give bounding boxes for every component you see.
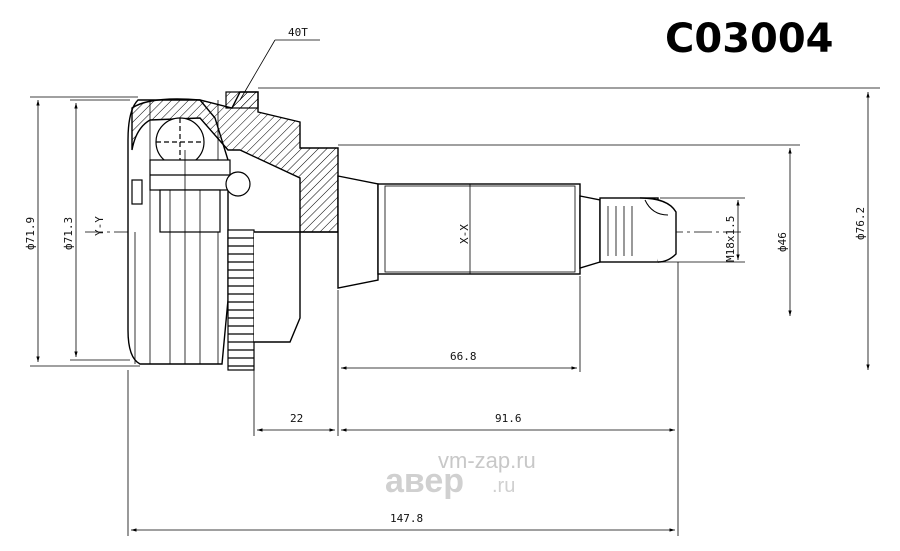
dim-seal-diameter: ф76.2 (854, 207, 867, 240)
boot-collar (225, 91, 259, 109)
dim-horizontal (127, 262, 679, 536)
dim-outer-diameters (30, 96, 140, 367)
dim-right-diameters (258, 87, 880, 370)
dim-shaft-length: 91.6 (495, 412, 522, 425)
teeth-callout: 40T (239, 26, 320, 101)
dim-outer-dia-1: ф71.9 (24, 217, 37, 250)
stem-shaft (337, 175, 677, 289)
stem-lower (254, 231, 301, 343)
watermark-site: vm-zap.ru (438, 448, 536, 473)
axis-y-label: Y-Y (93, 216, 106, 236)
watermark-tld: .ru (492, 475, 515, 497)
dim-outer-dia-2: ф71.3 (62, 217, 75, 250)
housing-section-hatched (131, 91, 339, 233)
part-code: C03004 (665, 16, 834, 62)
dim-total-length: 147.8 (390, 512, 423, 525)
watermark: vm-zap.ru авер .ru (385, 448, 536, 500)
dim-shaft-diameter: ф46 (776, 232, 789, 252)
teeth-count: 40T (288, 26, 308, 39)
ball-cage (131, 117, 251, 364)
abs-ring (227, 229, 255, 371)
axis-x-label: X-X (458, 224, 471, 244)
watermark-brand: авер (385, 462, 464, 500)
dim-spline-length: 66.8 (450, 350, 477, 363)
dim-length-22: 22 (290, 412, 303, 425)
thread-lines (607, 206, 633, 256)
dim-thread: M18x1.5 (724, 216, 737, 262)
